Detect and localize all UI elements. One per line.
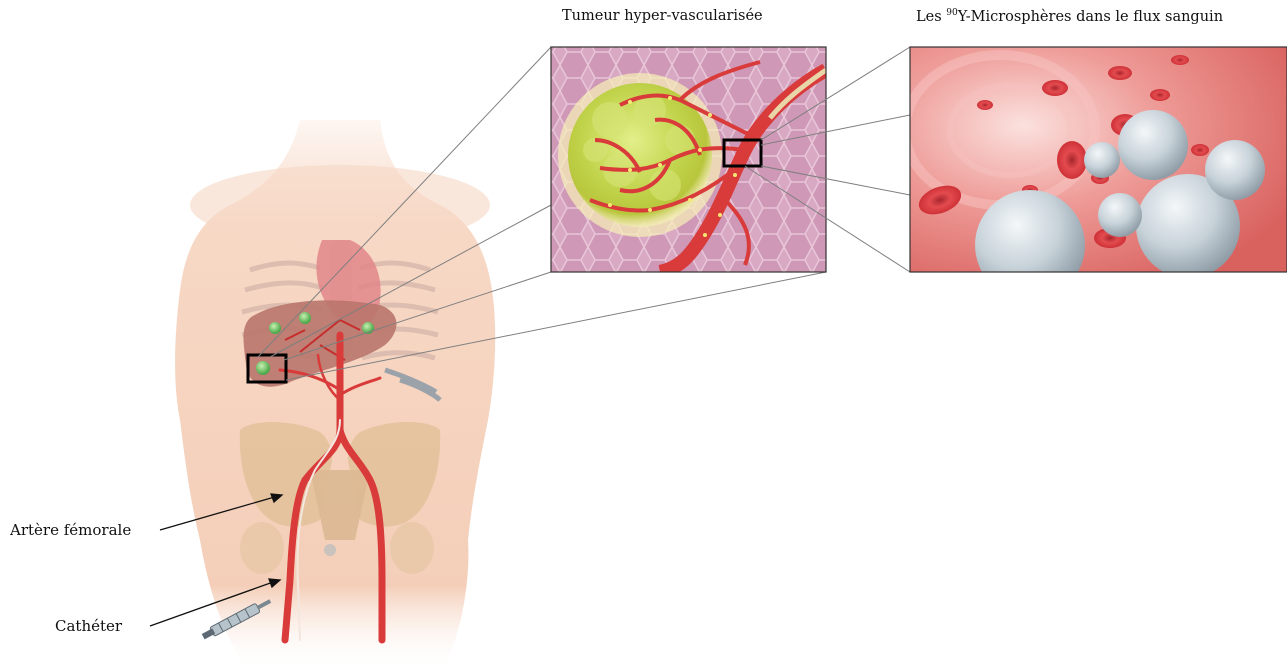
catheter-label: Cathéter — [55, 617, 122, 635]
liver-nodule — [299, 312, 311, 324]
femoral-artery-label: Artère fémorale — [10, 521, 131, 539]
liver-nodule — [269, 322, 281, 334]
human-torso-figure — [175, 120, 495, 668]
tumor-panel — [551, 47, 826, 272]
caption-prefix: Les — [916, 9, 946, 25]
caption-rest: Y-Microsphères dans le flux sanguin — [958, 9, 1223, 25]
tumor-panel-caption: Tumeur hyper-vascularisée — [562, 8, 763, 24]
isotope-superscript: 90 — [946, 8, 957, 18]
microsphere-panel-caption: Les 90Y-Microsphères dans le flux sangui… — [916, 8, 1223, 25]
bloodstream-panel — [905, 47, 1287, 300]
liver-nodule — [256, 361, 270, 375]
